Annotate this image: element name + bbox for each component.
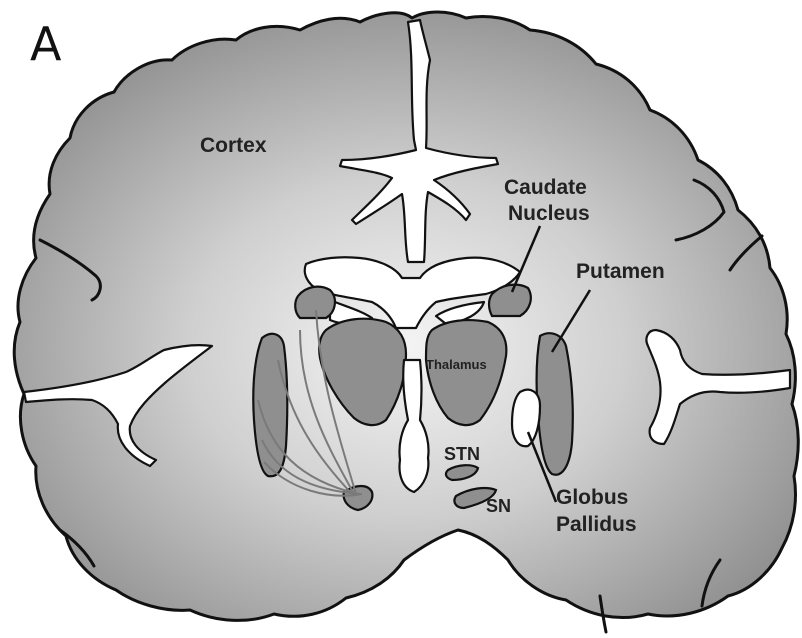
right-putamen bbox=[537, 333, 573, 475]
label-globus-line1: Globus bbox=[556, 486, 628, 509]
label-caudate-line1: Caudate bbox=[504, 176, 587, 199]
label-cortex: Cortex bbox=[200, 134, 267, 157]
label-thalamus: Thalamus bbox=[426, 357, 487, 372]
panel-label: A bbox=[30, 17, 62, 71]
label-caudate-line2: Nucleus bbox=[508, 202, 590, 225]
label-putamen: Putamen bbox=[576, 260, 665, 283]
left-caudate bbox=[295, 287, 335, 318]
label-sn: SN bbox=[486, 496, 511, 516]
label-stn: STN bbox=[444, 444, 480, 464]
label-globus-line2: Pallidus bbox=[556, 513, 637, 536]
